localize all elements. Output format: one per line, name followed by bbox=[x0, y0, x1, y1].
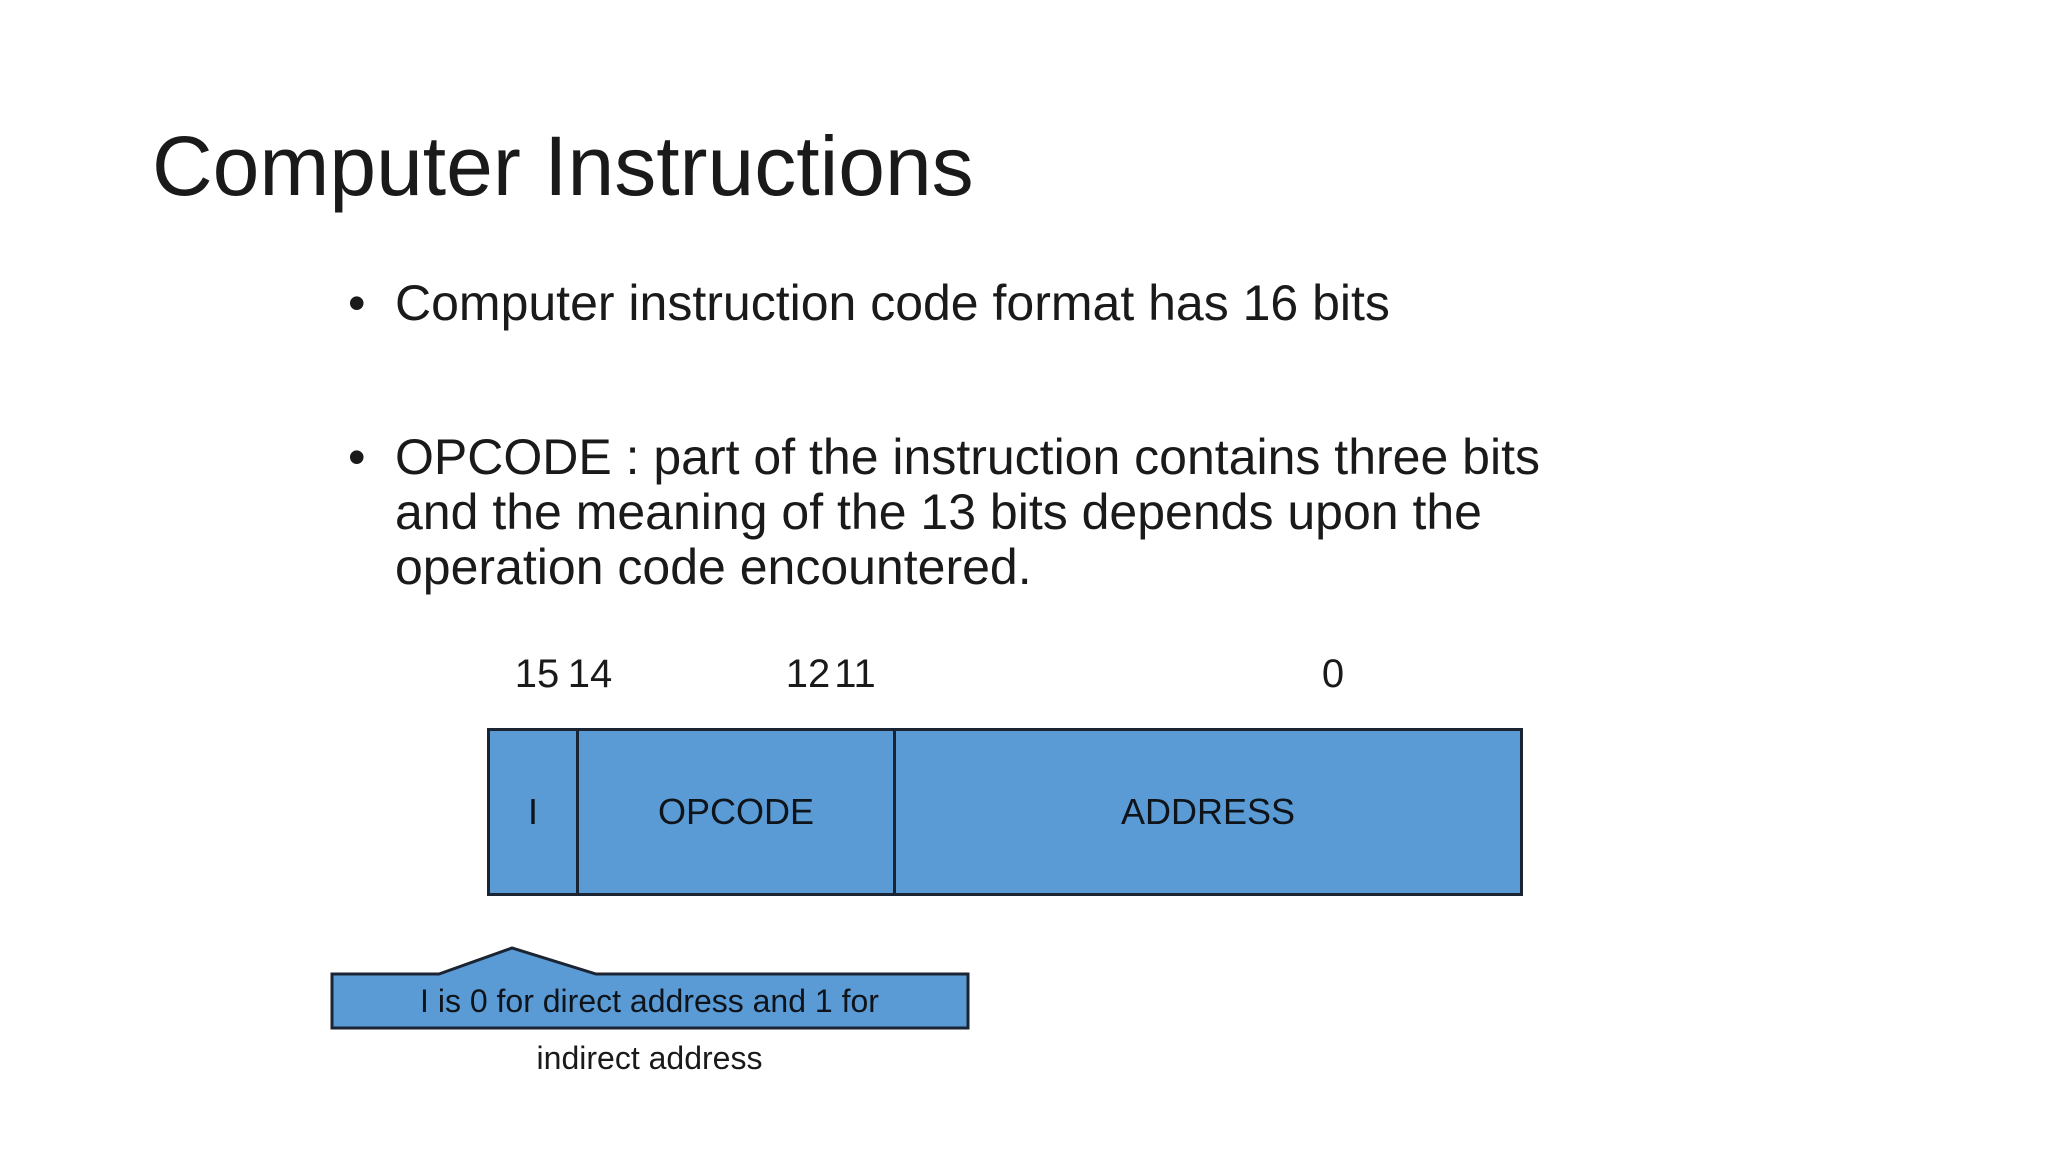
callout-shape bbox=[330, 946, 970, 1030]
field-opcode: OPCODE bbox=[579, 731, 896, 893]
field-i: I bbox=[490, 731, 579, 893]
bullet-2-line-3: operation code encountered. bbox=[395, 539, 1032, 595]
field-address: ADDRESS bbox=[1120, 791, 1296, 832]
slide-title: Computer Instructions bbox=[152, 119, 974, 213]
bullet-item-1: • Computer instruction code format has 1… bbox=[348, 276, 1390, 331]
callout-line1: I is 0 for direct address and 1 for bbox=[420, 982, 879, 1019]
bullet-item-2: • OPCODE : part of the instruction conta… bbox=[348, 430, 1540, 595]
bit-label-11: 11 bbox=[834, 652, 876, 696]
bit-label-14: 14 bbox=[567, 652, 613, 696]
bullet-marker: • bbox=[348, 275, 366, 331]
bullet-2-line-2: and the meaning of the 13 bits depends u… bbox=[395, 484, 1482, 540]
bullet-2-line-1: OPCODE : part of the instruction contain… bbox=[395, 429, 1540, 485]
bullet-2-text: OPCODE : part of the instruction contain… bbox=[395, 430, 1540, 595]
callout-line2: indirect address bbox=[536, 1040, 763, 1076]
bullet-1-text: Computer instruction code format has 16 … bbox=[395, 275, 1390, 331]
callout-pointer-outline bbox=[330, 946, 970, 1030]
bit-label-12: 12 bbox=[785, 652, 831, 696]
instruction-format-box: I OPCODE ADDRESS bbox=[487, 728, 1523, 896]
bit-label-15: 15 bbox=[514, 652, 560, 696]
bullet-marker: • bbox=[348, 429, 366, 485]
bit-label-0: 0 bbox=[1321, 652, 1345, 696]
